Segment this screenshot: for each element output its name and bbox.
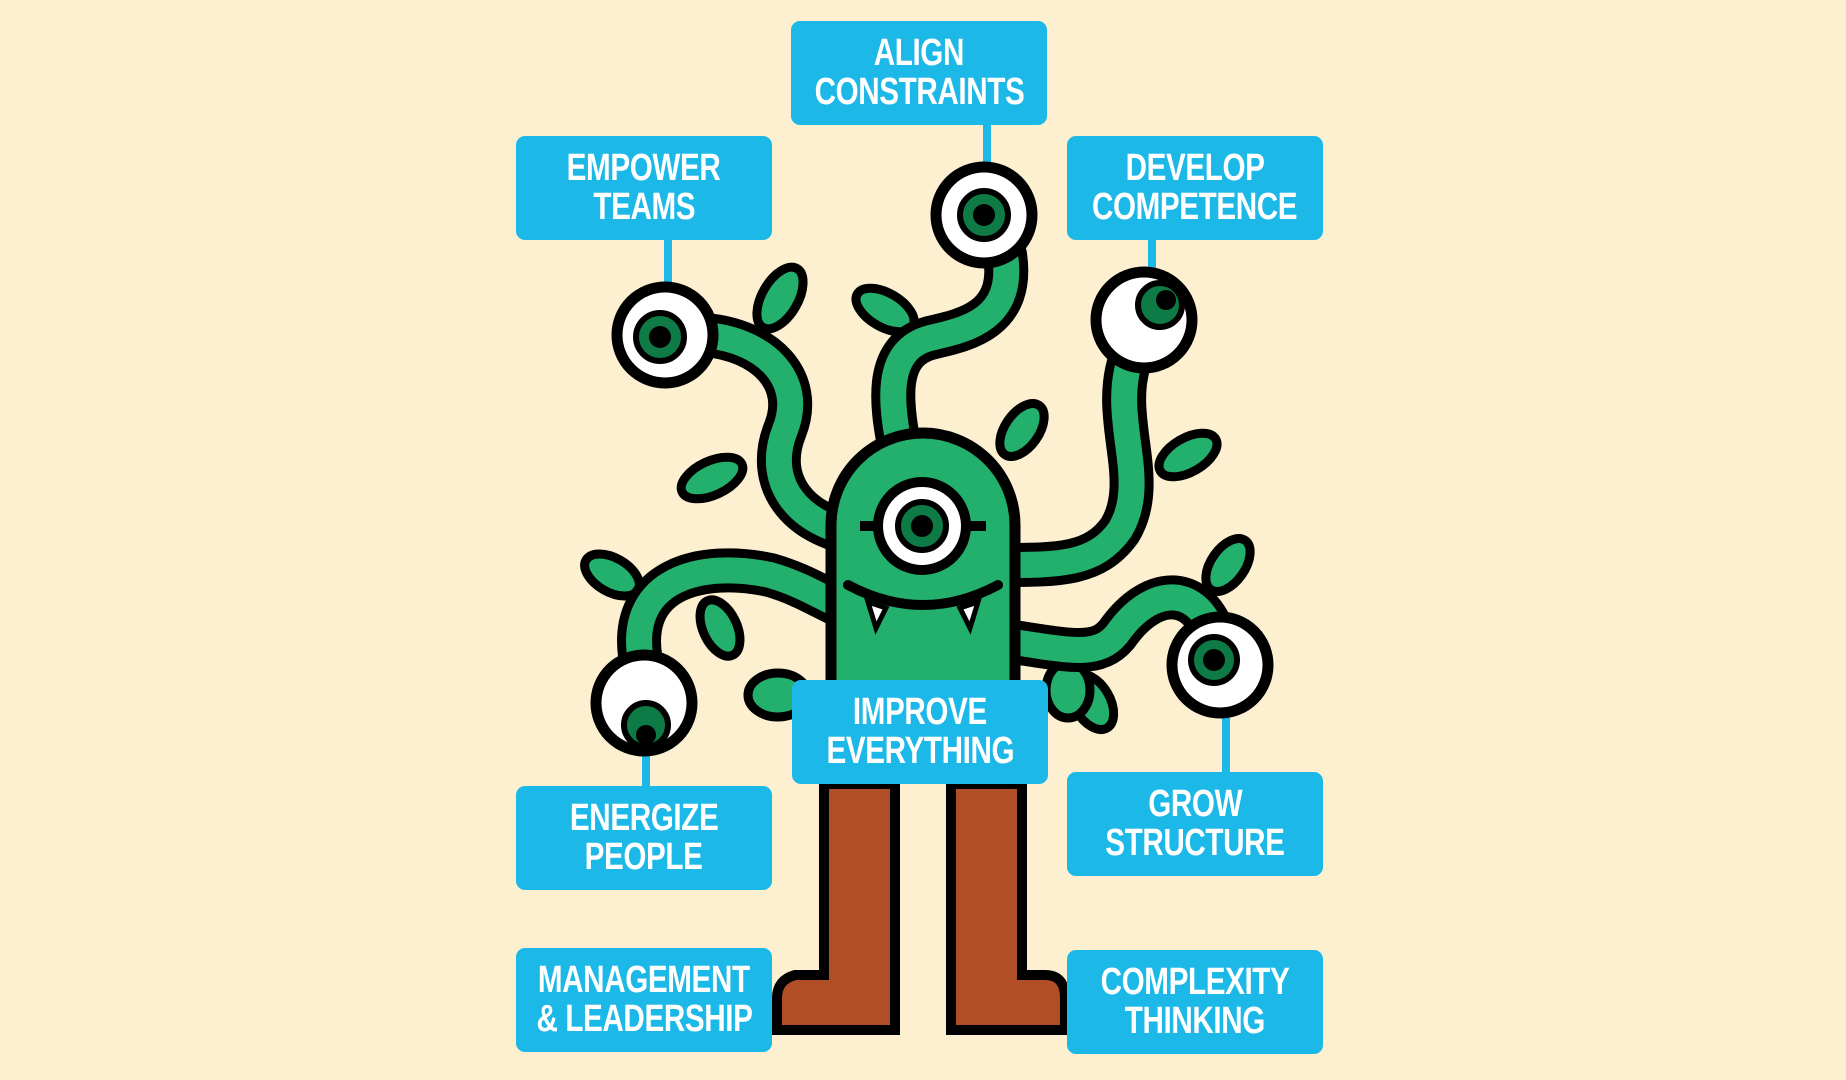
leaf bbox=[695, 595, 745, 661]
mouth bbox=[843, 580, 1003, 610]
tentacles bbox=[617, 233, 1232, 677]
label-line: MANAGEMENT bbox=[538, 959, 750, 1001]
label-line: & LEADERSHIP bbox=[536, 998, 753, 1040]
right-leg bbox=[946, 779, 1070, 1035]
eye-upper-right bbox=[1090, 266, 1198, 374]
label-line: THINKING bbox=[1124, 1000, 1266, 1042]
label-line: ALIGN bbox=[873, 32, 965, 74]
leaf bbox=[752, 262, 808, 334]
label-grow-structure: GROW STRUCTURE bbox=[1067, 772, 1323, 876]
label-line: PEOPLE bbox=[585, 836, 703, 878]
label-complexity-thinking: COMPLEXITY THINKING bbox=[1067, 950, 1323, 1054]
label-line: DEVELOP bbox=[1125, 147, 1265, 189]
eye-center bbox=[873, 477, 971, 575]
left-leg bbox=[772, 779, 900, 1035]
label-line: EMPOWER bbox=[567, 147, 721, 189]
fang bbox=[864, 598, 890, 635]
leaf bbox=[1201, 534, 1255, 596]
label-empower-teams: EMPOWER TEAMS bbox=[516, 136, 772, 240]
eye-top bbox=[930, 161, 1038, 269]
leaves bbox=[580, 262, 1255, 734]
label-line: GROW bbox=[1148, 783, 1242, 825]
label-energize-people: ENERGIZE PEOPLE bbox=[516, 786, 772, 890]
label-develop-competence: DEVELOP COMPETENCE bbox=[1067, 136, 1323, 240]
label-align-constraints: ALIGN CONSTRAINTS bbox=[791, 21, 1047, 125]
label-improve-everything: IMPROVE EVERYTHING bbox=[792, 680, 1048, 784]
legs bbox=[772, 779, 1070, 1035]
label-line: ENERGIZE bbox=[569, 797, 719, 839]
label-line: STRUCTURE bbox=[1105, 822, 1285, 864]
leaf bbox=[676, 452, 748, 504]
label-line: TEAMS bbox=[593, 186, 695, 228]
label-line: CONSTRAINTS bbox=[814, 71, 1024, 113]
eye-upper-left bbox=[611, 281, 719, 389]
label-line: COMPLEXITY bbox=[1100, 961, 1290, 1003]
label-line: IMPROVE bbox=[853, 691, 987, 733]
label-line: COMPETENCE bbox=[1092, 186, 1298, 228]
label-management-leadership: MANAGEMENT & LEADERSHIP bbox=[516, 948, 772, 1052]
eye-lower-left bbox=[590, 649, 698, 757]
label-line: EVERYTHING bbox=[826, 730, 1014, 772]
eye-lower-right bbox=[1166, 611, 1274, 719]
leaf bbox=[1154, 428, 1222, 482]
leaf bbox=[995, 399, 1049, 461]
eyes bbox=[590, 161, 1274, 757]
fang bbox=[956, 598, 982, 635]
